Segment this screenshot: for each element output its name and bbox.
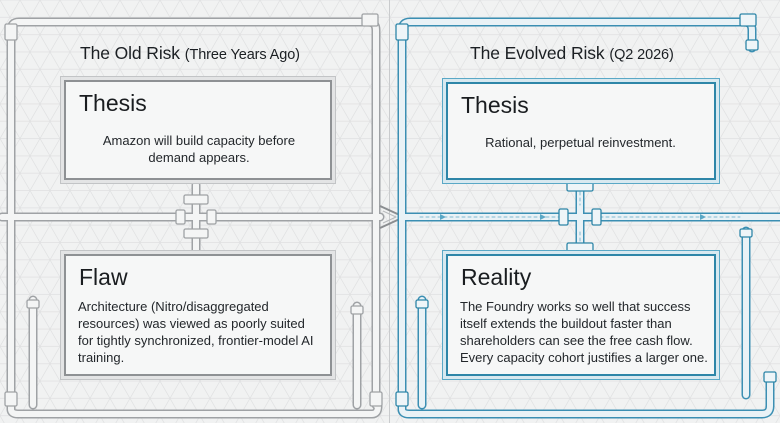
old-flaw-card: Flaw Architecture (Nitro/disaggregated r… bbox=[64, 254, 332, 376]
new-thesis-heading: Thesis bbox=[461, 92, 529, 118]
new-reality-card: Reality The Foundry works so well that s… bbox=[446, 254, 716, 376]
old-thesis-card: Thesis Amazon will build capacity before… bbox=[64, 80, 332, 180]
new-pipe-flow-arrows bbox=[440, 214, 706, 220]
right-panel-subtitle: (Q2 2026) bbox=[609, 47, 674, 63]
old-flaw-heading: Flaw bbox=[79, 264, 128, 290]
left-panel-title: The Old Risk (Three Years Ago) bbox=[80, 43, 300, 63]
old-pipe-fittings bbox=[4, 13, 383, 407]
old-flaw-text: Architecture (Nitro/disaggregated resour… bbox=[78, 299, 314, 365]
old-thesis-text: Amazon will build capacity before demand… bbox=[102, 133, 296, 165]
new-thesis-card: Thesis Rational, perpetual reinvestment. bbox=[446, 82, 716, 180]
new-reality-text: The Foundry works so well that success i… bbox=[460, 299, 708, 365]
left-panel-subtitle: (Three Years Ago) bbox=[184, 47, 300, 63]
new-reality-heading: Reality bbox=[461, 264, 532, 290]
old-thesis-heading: Thesis bbox=[79, 90, 147, 116]
new-pipe-fittings bbox=[395, 13, 777, 407]
new-thesis-text: Rational, perpetual reinvestment. bbox=[485, 135, 676, 150]
right-panel-title: The Evolved Risk (Q2 2026) bbox=[470, 43, 674, 63]
